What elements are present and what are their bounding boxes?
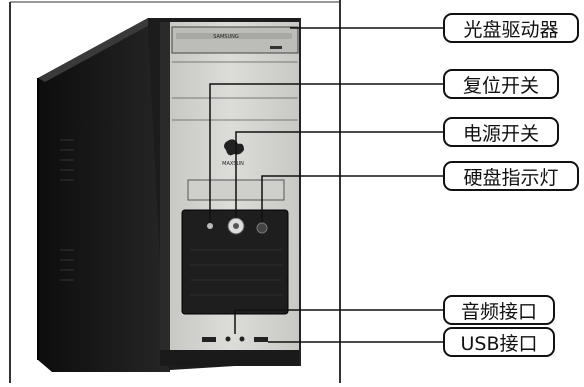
- leader-hdd: [261, 175, 443, 222]
- front-ports: [202, 336, 268, 342]
- leader-power: [235, 131, 443, 218]
- leader-reset: [209, 83, 443, 222]
- audio-jack-2: [239, 336, 245, 342]
- logo-text: MAXSUN: [222, 161, 244, 167]
- leader-audio: [234, 309, 443, 334]
- label-hdd-indicator: 硬盘指示灯: [443, 161, 579, 191]
- reset-button: [207, 223, 213, 229]
- photo-frame: [9, 0, 341, 383]
- hdd-led: [256, 222, 268, 234]
- label-audio-port: 音频接口: [443, 295, 555, 325]
- label-reset-switch: 复位开关: [443, 69, 559, 99]
- usb-port-left: [202, 337, 216, 342]
- drive-brand-text: SAMSUNG: [213, 34, 239, 40]
- label-usb-port: USB接口: [443, 327, 555, 357]
- optical-drive-bay: SAMSUNG: [171, 26, 299, 54]
- audio-jack-1: [225, 336, 231, 342]
- brand-logo: MAXSUN: [222, 139, 244, 167]
- label-power-switch: 电源开关: [443, 117, 559, 147]
- bay-lines: [172, 61, 298, 121]
- label-optical-drive: 光盘驱动器: [443, 13, 579, 43]
- leader-lines: [209, 27, 443, 343]
- case-side: [37, 18, 170, 372]
- front-door-panel: [181, 209, 289, 315]
- usb-port-right: [254, 337, 268, 342]
